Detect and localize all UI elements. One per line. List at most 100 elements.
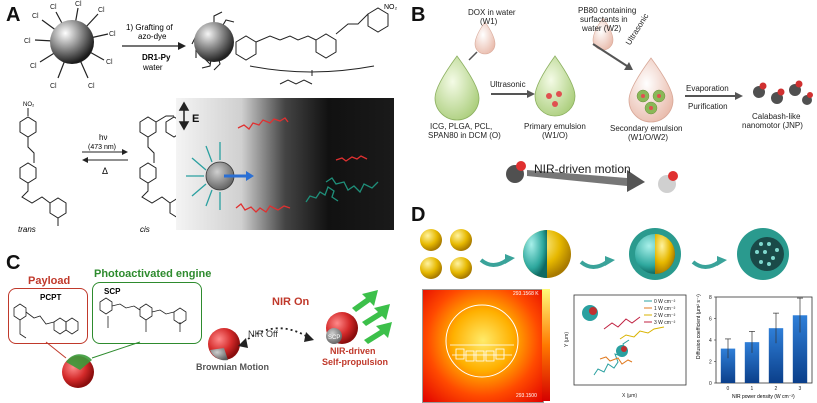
traj-ylabel: Y (μm): [564, 332, 570, 347]
y-tick-label: 4: [709, 338, 712, 344]
cl-label: Cl: [88, 83, 95, 90]
trajectory-red-3: [235, 203, 291, 213]
legend-0w: 0 W cm⁻²: [654, 299, 676, 305]
selfprop-label-1: NIR-driven: [330, 346, 376, 356]
w2-label-3: water (W2): [582, 24, 622, 33]
heatmap-colorbar: [542, 289, 550, 401]
y-tick-label: 8: [709, 295, 712, 301]
heatmap-min-label: 293.1500: [516, 393, 537, 399]
trajectory-red-1: [237, 117, 289, 130]
hollow-mesh-shell: [737, 228, 789, 280]
nir-motion-arrow: [527, 170, 645, 192]
w1-droplet: [474, 21, 496, 55]
y-tick-label: 2: [709, 360, 712, 366]
solvent-label: water: [142, 63, 163, 72]
y-tick-label: 6: [709, 317, 712, 323]
chlorinated-particle: [34, 7, 109, 79]
cl-label: Cl: [24, 38, 31, 45]
oil-label-1: ICG, PLGA, PCL,: [430, 122, 493, 131]
janus-nanoparticle: [62, 354, 94, 388]
w1-label-2: (W1): [480, 17, 498, 26]
trajectory-1w: [599, 356, 633, 365]
bar-2: [768, 328, 784, 383]
y-tick-label: 0: [709, 381, 712, 387]
trans-molecule: [19, 108, 67, 226]
traj-legend: 0 W cm⁻² 1 W cm⁻² 2 W cm⁻² 3 W cm⁻²: [644, 299, 676, 326]
w2-label-2: surfactants in: [580, 15, 628, 24]
evaporation-arrow: [685, 92, 743, 100]
trajectory-teal-2: [325, 177, 379, 194]
cl-label: Cl: [32, 13, 39, 20]
secondary-label-2: (W1/O/W2): [628, 133, 668, 142]
ultrasonic-label-mid: Ultrasonic: [490, 80, 526, 89]
bar-xlabel: NIR power density (W cm⁻²): [732, 394, 795, 400]
secondary-emulsion-droplet: [628, 57, 674, 123]
cl-label: Cl: [106, 59, 113, 66]
heat-label: Δ: [102, 166, 108, 176]
trajectory-red-2: [335, 155, 368, 162]
scp-cap-label: SCP: [328, 335, 340, 341]
panel-a-letter: A: [6, 4, 21, 26]
w1-label-1: DOX in water: [468, 8, 516, 17]
self-propelled-particle: SCP: [326, 312, 358, 344]
cl-label: Cl: [98, 7, 105, 14]
x-tick-label: 3: [799, 386, 802, 392]
half-coated-sphere: [523, 230, 571, 278]
primary-label-2: (W1/O): [542, 131, 568, 140]
ultrasonic-arrow-2: [592, 43, 633, 70]
payload-title: Payload: [28, 275, 71, 287]
bar-chart-bars: [720, 297, 808, 383]
gold-spheres: [420, 229, 472, 279]
cl-label: Cl: [30, 63, 37, 70]
bar-1: [744, 342, 760, 383]
nir-off-label: NIR Off: [248, 329, 278, 339]
legend-2w: 2 W cm⁻²: [654, 313, 676, 319]
panel-c-letter: C: [6, 252, 21, 274]
primary-label-1: Primary emulsion: [524, 122, 586, 131]
grafting-label-1: 1) Grafting of: [126, 23, 173, 32]
grafted-particle: NO₂: [191, 4, 398, 85]
add-w1-arrow: [468, 51, 478, 61]
heatmap-max-label: 293.1568 K: [513, 291, 539, 297]
panel-b-scheme: [434, 17, 813, 193]
cl-label: Cl: [109, 31, 116, 38]
grafting-arrow: [122, 42, 186, 50]
brownian-label: Brownian Motion: [196, 362, 269, 372]
pcpt-label: PCPT: [40, 293, 62, 302]
trans-label: trans: [18, 225, 36, 234]
nir-motion-particle-end: [658, 171, 678, 193]
bar-0: [720, 348, 736, 383]
nir-motion-label: NIR-driven motion: [534, 162, 631, 176]
evaporation-label: Evaporation: [686, 84, 729, 93]
panel-a-scheme: Cl Cl Cl Cl Cl Cl Cl Cl Cl Cl 1) Graftin…: [18, 1, 398, 234]
selfprop-label-2: Self-propulsion: [322, 357, 388, 367]
trajectory-teal-1: [305, 186, 339, 203]
x-tick-label: 1: [751, 386, 754, 392]
heatmap-particle-outline: [445, 304, 519, 378]
traj-xlabel: X (μm): [622, 393, 637, 399]
trajectory-3w: [603, 316, 641, 330]
janus-particle-icon: [186, 142, 254, 210]
brush-coated-sphere: [629, 228, 681, 280]
panel-d-assembly: [420, 228, 789, 280]
panel-c-scheme: SCP: [13, 290, 392, 388]
propulsion-arrows: [352, 290, 392, 344]
engine-box: [92, 282, 202, 344]
nir-toggle-arrow: [243, 327, 307, 343]
cl-label: Cl: [50, 83, 57, 90]
secondary-label-1: Secondary emulsion: [610, 124, 683, 133]
trajectory-plot: 0 W cm⁻² 1 W cm⁻² 2 W cm⁻² 3 W cm⁻² Y (μ…: [564, 294, 687, 399]
jnp-label-2: nanomotor (JNP): [742, 121, 803, 130]
x-tick-label: 2: [775, 386, 778, 392]
legend-3w: 3 W cm⁻²: [654, 320, 676, 326]
cis-label: cis: [140, 225, 150, 234]
cl-label: Cl: [75, 1, 82, 8]
primary-emulsion-droplet: [534, 55, 576, 117]
ultrasonic-arrow-1: [491, 90, 535, 98]
nir-motion-particle-start: [506, 161, 526, 183]
photo-equilibrium-arrows: [82, 149, 128, 163]
oil-label-2: SPAN80 in DCM (O): [428, 131, 501, 140]
brownian-particle: [208, 328, 240, 361]
traj-janus-icon-1: [582, 305, 598, 321]
w2-label-1: PB80 containing: [578, 6, 637, 15]
